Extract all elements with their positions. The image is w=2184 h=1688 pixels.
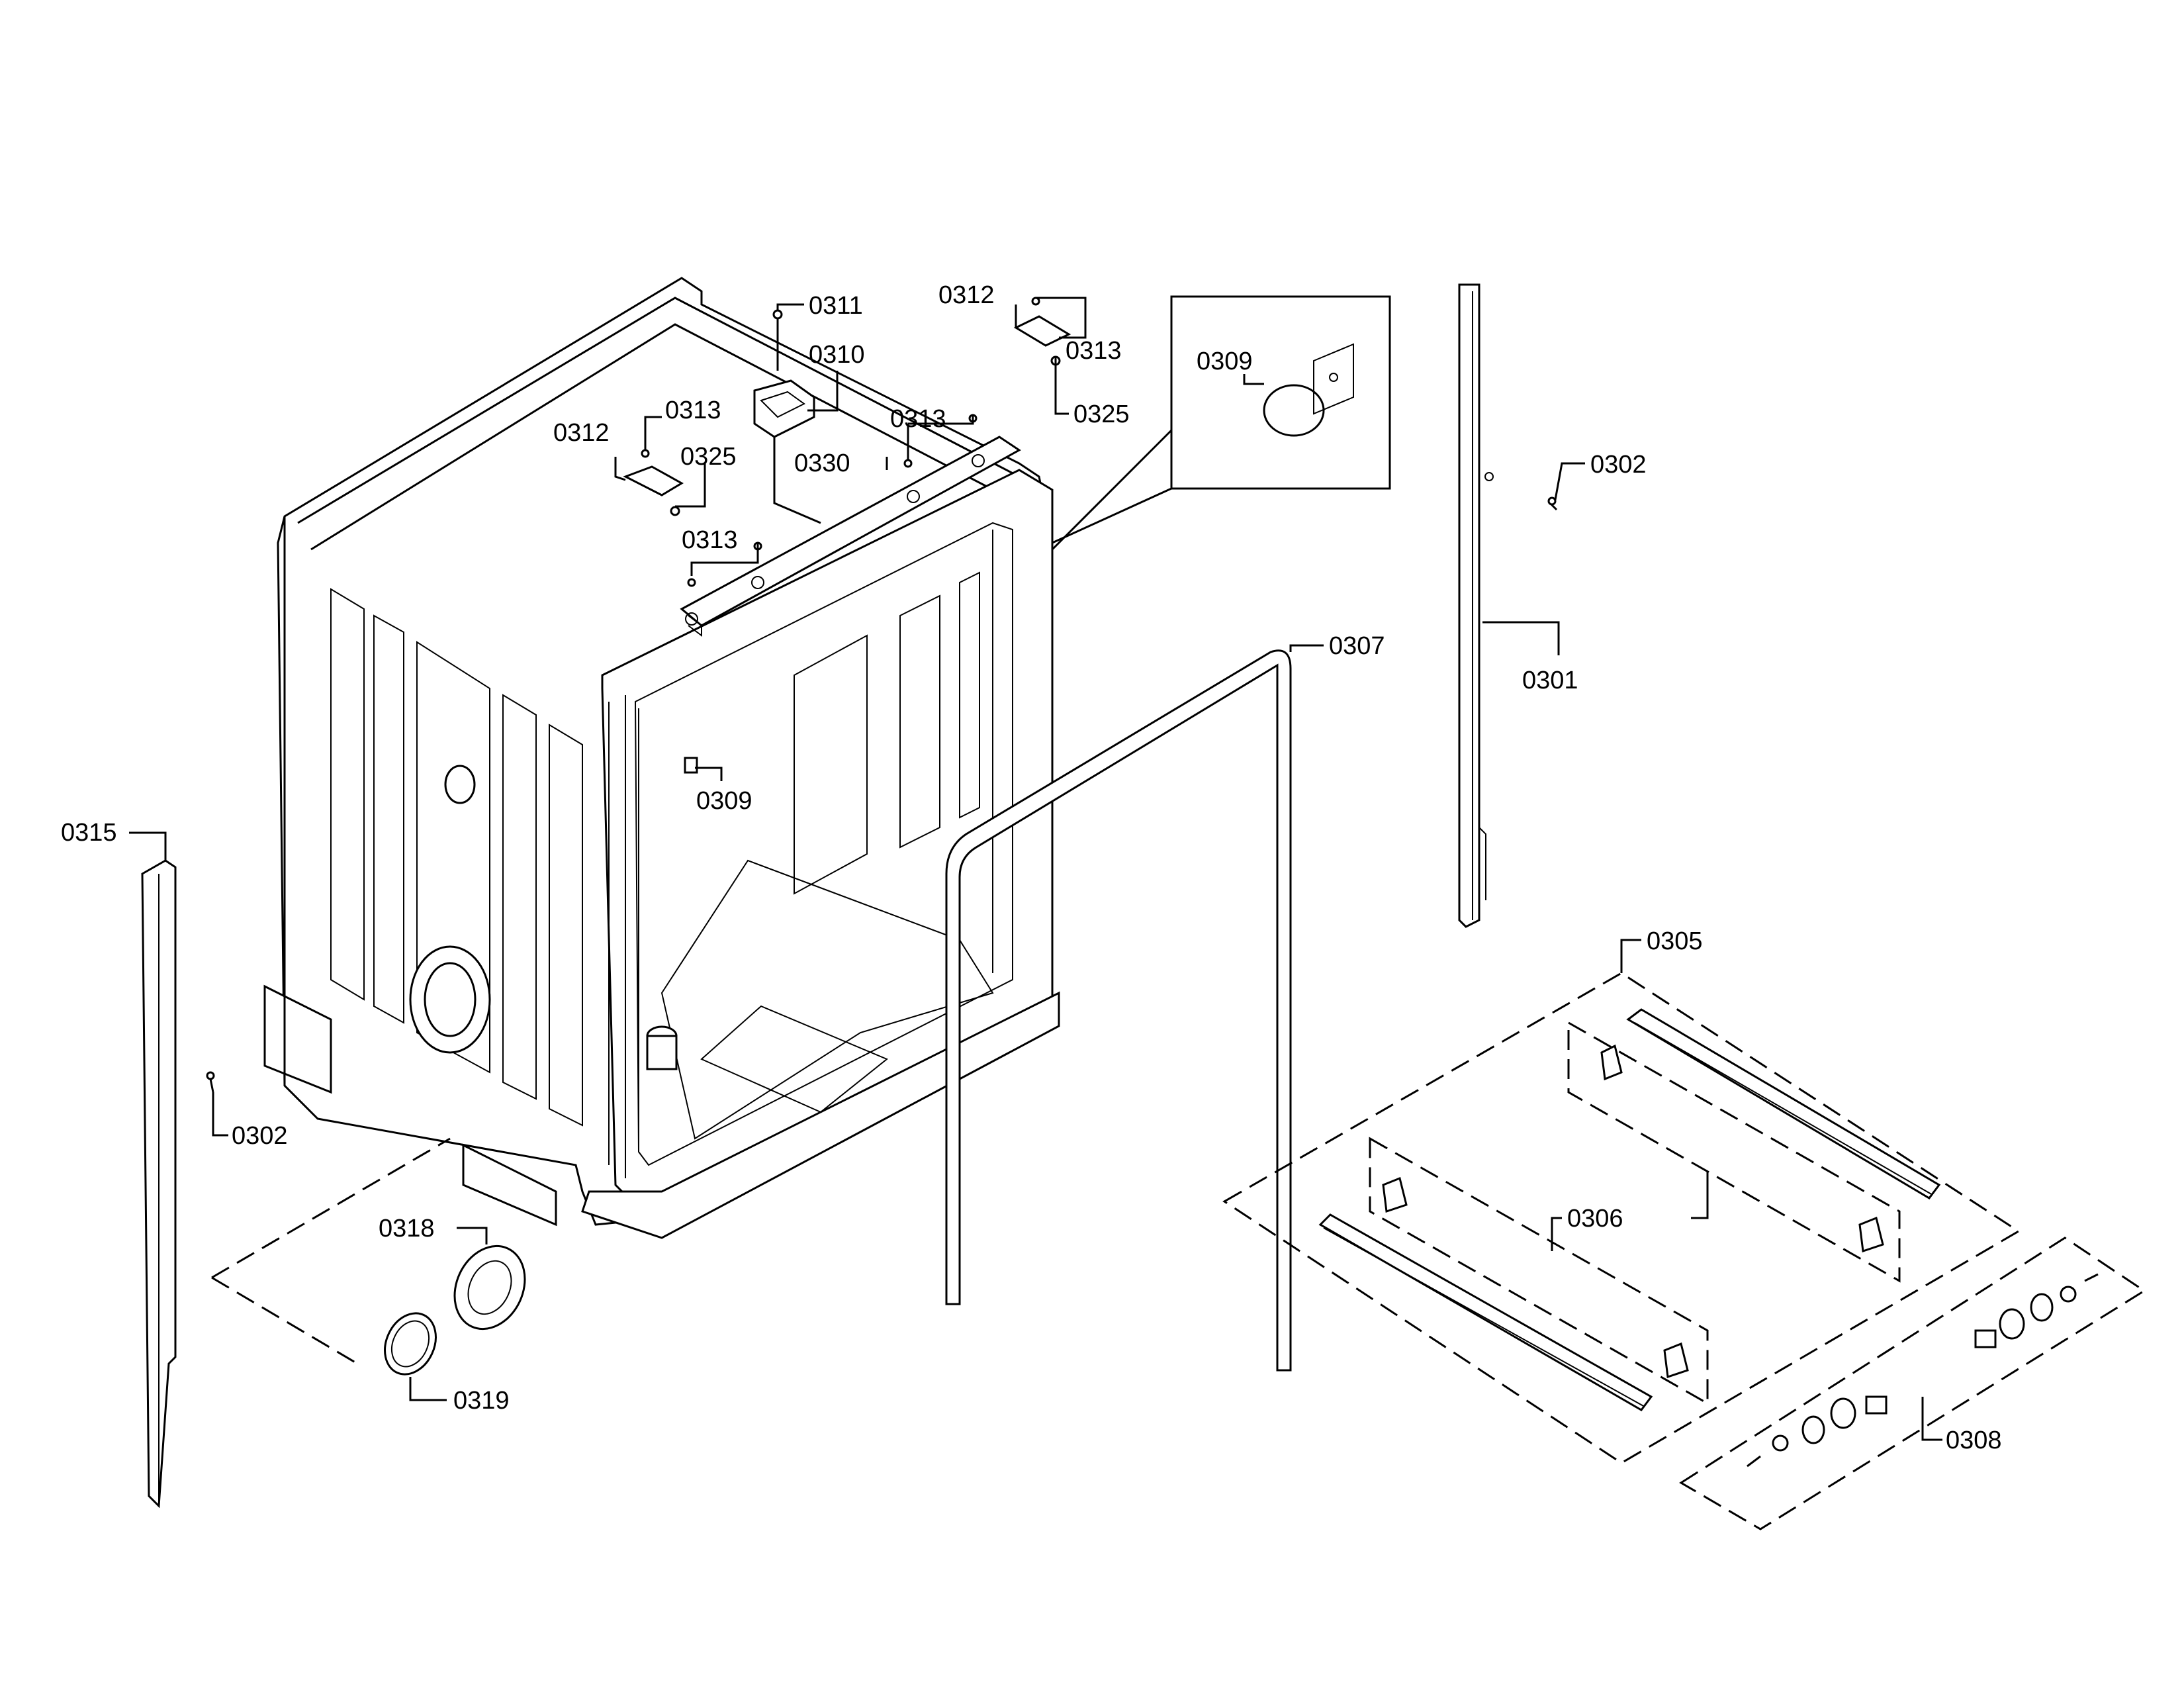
callout-labels: 0311 0310 0312 0313 0325 0313 0330 0313 …: [61, 281, 2002, 1454]
callout-0325-right: 0325: [1073, 400, 1130, 428]
drain-port-parts: [211, 1137, 526, 1376]
callout-0313-mid: 0313: [890, 405, 946, 433]
callout-0330: 0330: [794, 449, 850, 477]
bracket-left: [623, 414, 978, 587]
callout-0319: 0319: [453, 1387, 510, 1415]
callout-0312-left: 0312: [553, 419, 610, 447]
top-mounting-rail: [680, 436, 1021, 637]
side-trim-left: [141, 859, 215, 1509]
callout-0307: 0307: [1329, 632, 1385, 660]
callout-0305: 0305: [1647, 927, 1703, 955]
callout-0315: 0315: [61, 819, 117, 847]
callout-0313-left: 0313: [665, 397, 721, 424]
callout-0310: 0310: [809, 341, 865, 369]
callout-0306: 0306: [1567, 1205, 1623, 1233]
callout-0302-left: 0302: [232, 1122, 288, 1150]
callout-0309-inset: 0309: [1197, 348, 1253, 375]
detail-inset-0309: [684, 295, 1391, 774]
callout-0313-right: 0313: [1066, 337, 1122, 365]
callout-0308: 0308: [1946, 1427, 2002, 1454]
callout-0313-lower: 0313: [682, 526, 738, 554]
callout-0312-right: 0312: [938, 281, 995, 309]
door-gasket: [945, 649, 1292, 1372]
side-trim-right: [1458, 283, 1558, 928]
callout-0311: 0311: [809, 292, 863, 320]
bracket-right: [1013, 297, 1071, 366]
leader-lines: [129, 297, 1942, 1441]
callout-0302-right: 0302: [1590, 451, 1647, 479]
rail-kit: [1222, 972, 2146, 1530]
callout-0318: 0318: [379, 1215, 435, 1243]
callout-0309-tub: 0309: [696, 787, 752, 815]
callout-0301: 0301: [1522, 667, 1578, 694]
hinge-part: [753, 309, 815, 438]
callout-0325-left: 0325: [680, 443, 737, 471]
